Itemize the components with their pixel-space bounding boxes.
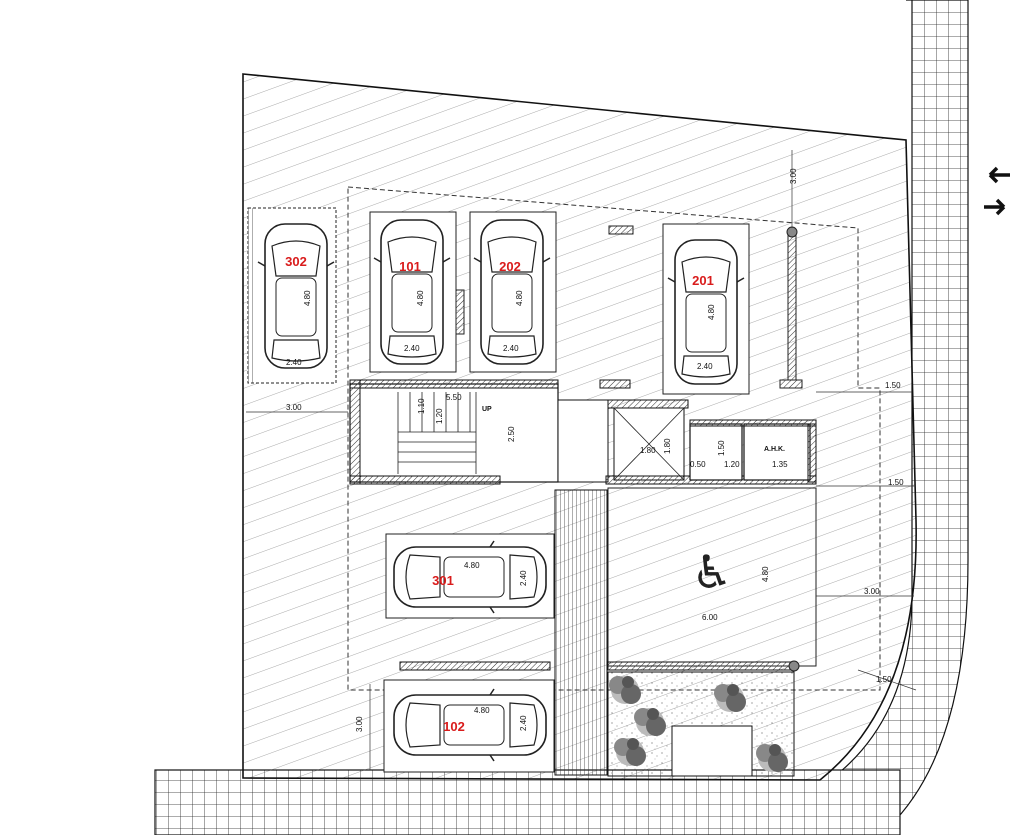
car-202 bbox=[473, 219, 551, 365]
spot-label-201: 201 bbox=[692, 273, 714, 288]
setback-right-lower: 3.00 bbox=[864, 587, 880, 596]
wc-room bbox=[689, 423, 743, 481]
spot-101-length: 4.80 bbox=[416, 290, 425, 306]
wc-width: 1.20 bbox=[724, 460, 740, 469]
walkway bbox=[554, 489, 608, 776]
spot-302-length: 4.80 bbox=[303, 290, 312, 306]
spot-301-width: 2.40 bbox=[519, 570, 528, 586]
accessible-width: 6.00 bbox=[702, 613, 718, 622]
spot-102-width: 2.40 bbox=[519, 715, 528, 731]
stair-steps bbox=[397, 392, 477, 474]
wheelchair-icon: ♿ bbox=[691, 545, 732, 599]
spot-101-width: 2.40 bbox=[404, 344, 420, 353]
setback-bottom-left: 3.00 bbox=[355, 716, 364, 732]
ahk-label: A.H.K. bbox=[764, 446, 785, 453]
spot-label-202: 202 bbox=[499, 259, 521, 274]
accessible-length: 4.80 bbox=[761, 566, 770, 582]
spot-201-length: 4.80 bbox=[707, 304, 716, 320]
gap-width: 0.50 bbox=[690, 460, 706, 469]
stair-up-label: UP bbox=[482, 406, 492, 413]
spot-201-width: 2.40 bbox=[697, 362, 713, 371]
lift-width: 1.80 bbox=[640, 446, 656, 455]
spot-301-length: 4.80 bbox=[464, 561, 480, 570]
setback-right-upper: 1.50 bbox=[885, 381, 901, 390]
setback-left: 3.00 bbox=[286, 403, 302, 412]
ahk-width: 1.35 bbox=[772, 460, 788, 469]
right-arrow-icon bbox=[984, 198, 1006, 216]
spot-label-101: 101 bbox=[399, 259, 421, 274]
stair-width: 5.50 bbox=[446, 393, 462, 402]
sidewalk-right bbox=[799, 0, 969, 835]
setback-top: 3.00 bbox=[789, 168, 798, 184]
spot-202-length: 4.80 bbox=[515, 290, 524, 306]
lift-depth: 1.80 bbox=[663, 438, 672, 454]
spot-302-width: 2.40 bbox=[286, 358, 302, 367]
stair-landing-b: 1.20 bbox=[435, 408, 444, 424]
stair-landing-a: 1.10 bbox=[417, 398, 426, 414]
wc-depth: 1.50 bbox=[717, 440, 726, 456]
spot-label-102: 102 bbox=[443, 719, 465, 734]
corridor bbox=[557, 399, 609, 483]
spot-102-length: 4.80 bbox=[474, 706, 490, 715]
stair-depth: 2.50 bbox=[507, 426, 516, 442]
ahk-room bbox=[743, 423, 811, 481]
car-302 bbox=[257, 223, 335, 369]
spot-label-301: 301 bbox=[432, 573, 454, 588]
left-arrow-icon bbox=[988, 166, 1010, 184]
spot-202-width: 2.40 bbox=[503, 344, 519, 353]
setback-corner: 1.50 bbox=[876, 675, 892, 684]
setback-right-middle: 1.50 bbox=[888, 478, 904, 487]
car-101 bbox=[373, 219, 451, 365]
spot-label-302: 302 bbox=[285, 254, 307, 269]
